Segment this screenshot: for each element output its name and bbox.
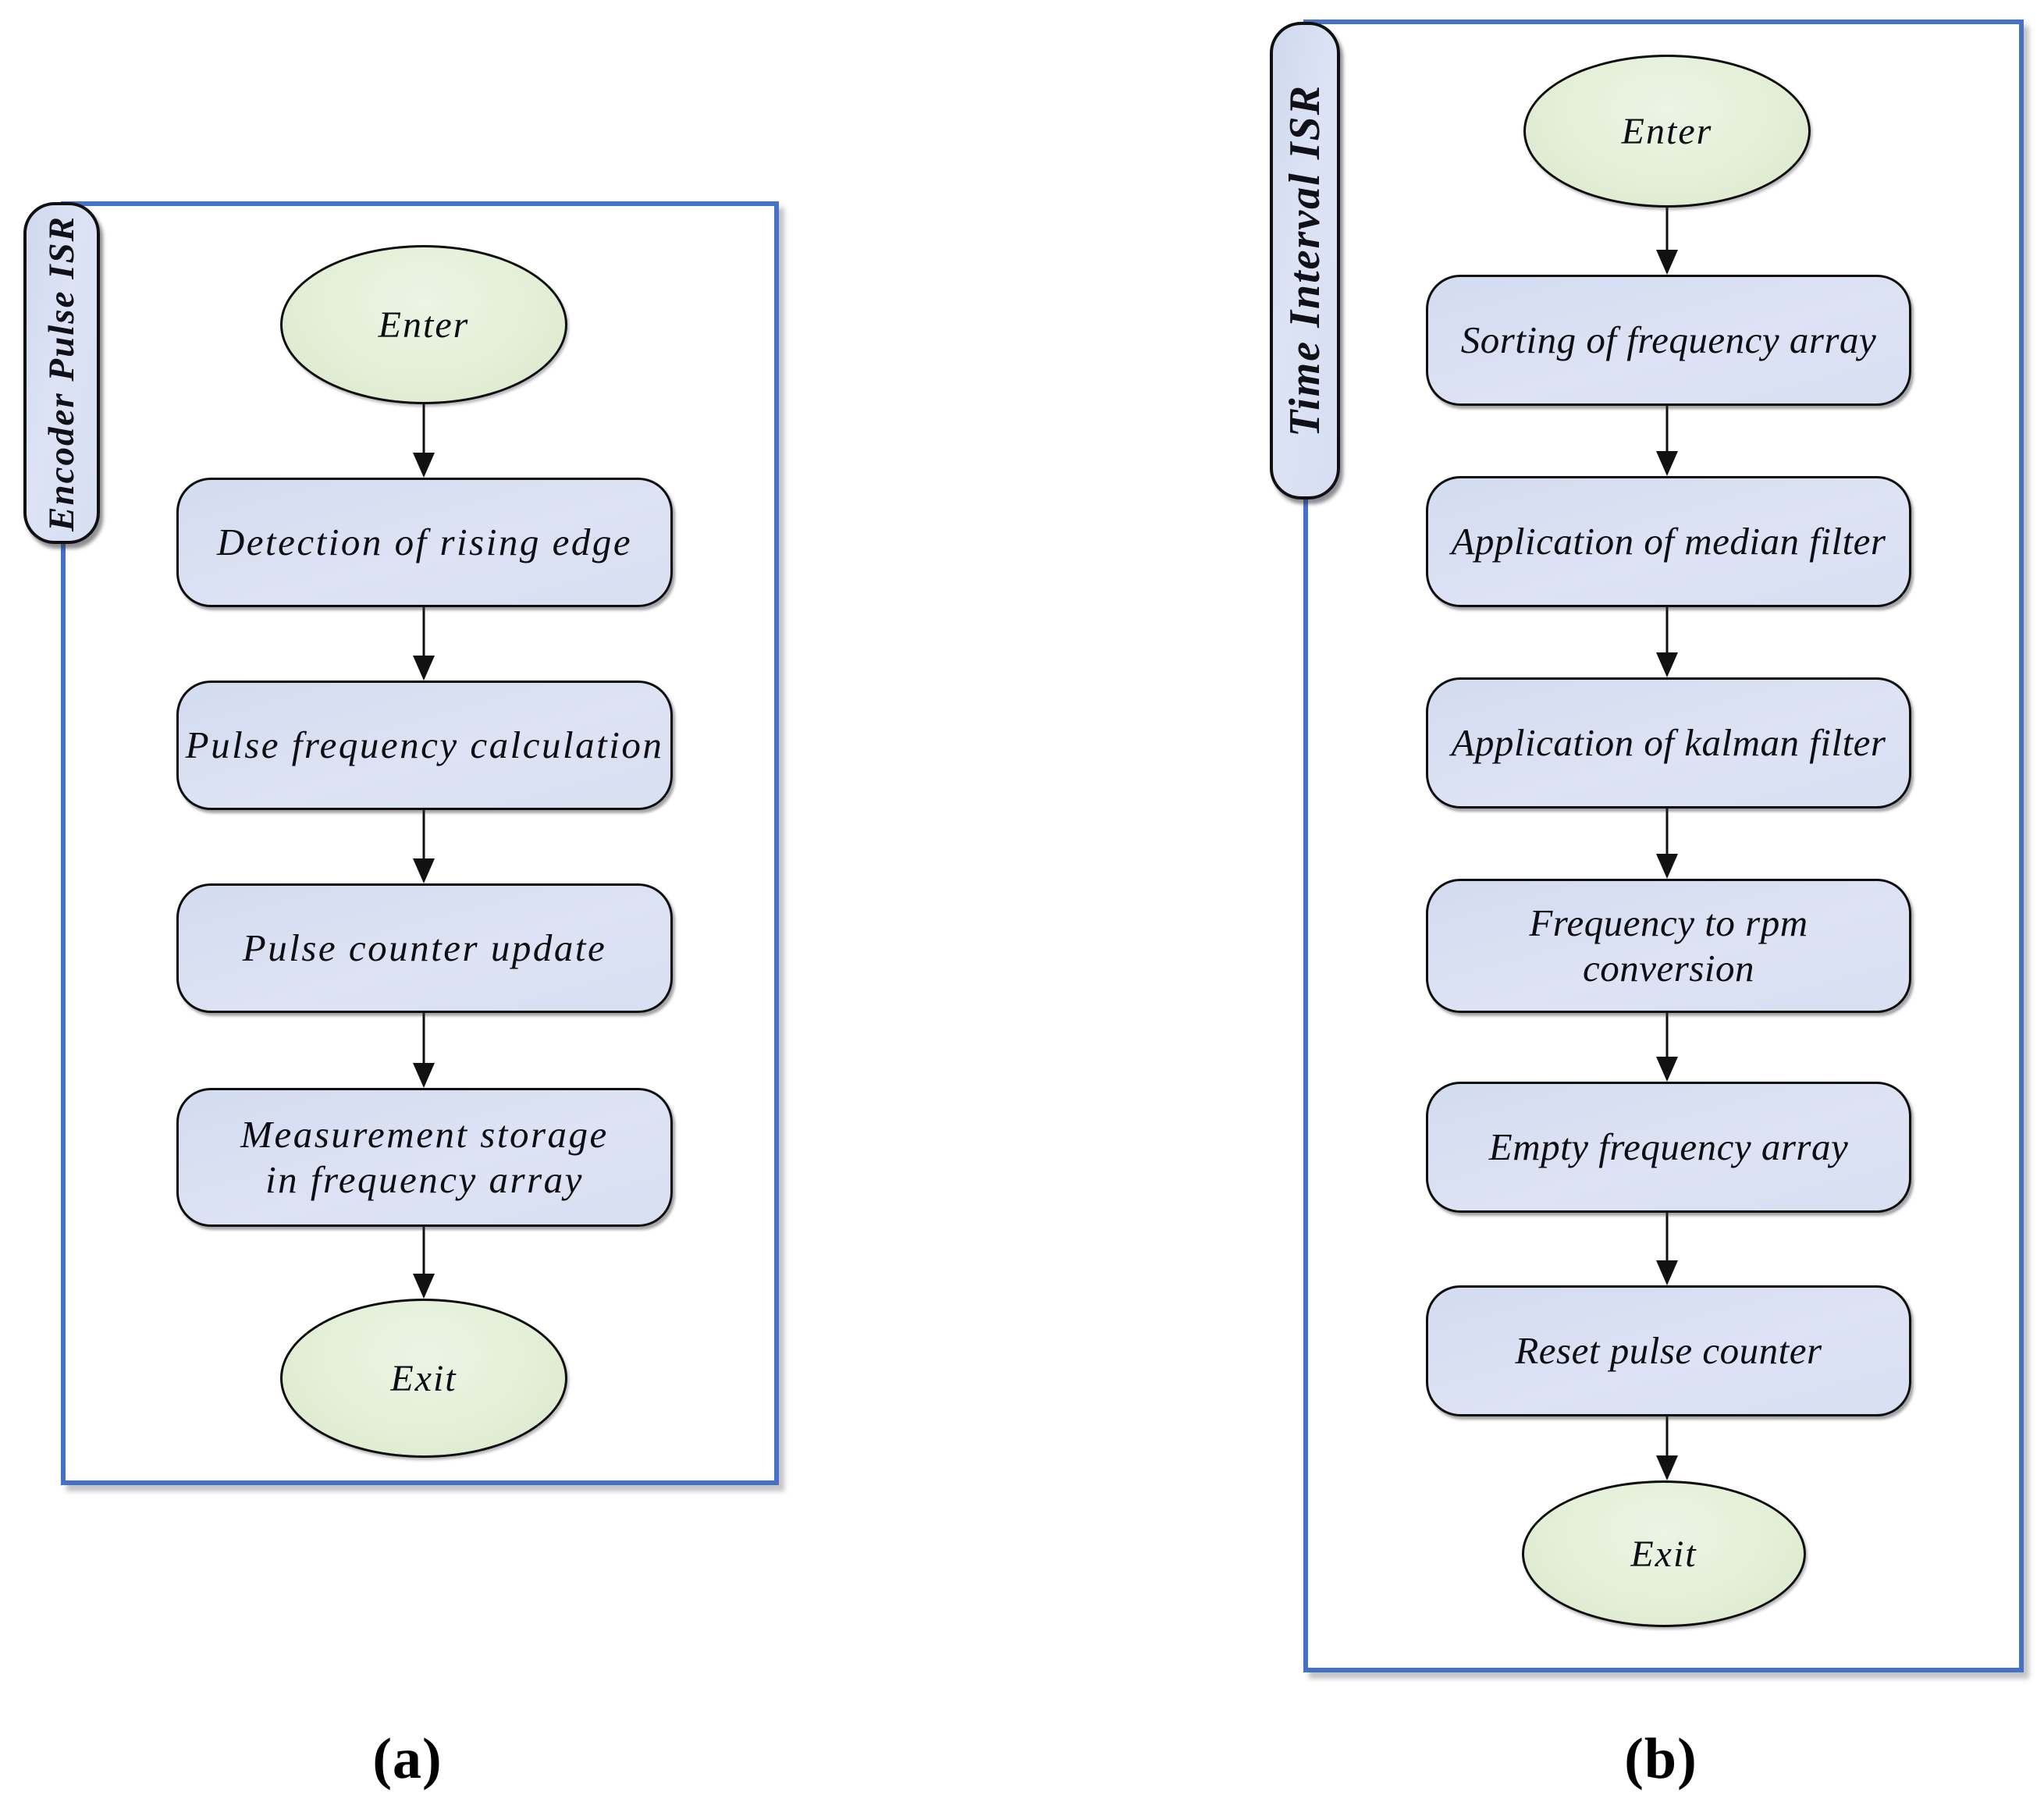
process-pulse-frequency-calculation: Pulse frequency calculation	[176, 681, 673, 810]
arrowhead-icon	[413, 1063, 435, 1088]
arrow-a-1	[412, 404, 435, 478]
arrow-shaft	[422, 607, 425, 659]
process-kalman-filter-text: Application of kalman filter	[1451, 721, 1886, 765]
arrowhead-icon	[1656, 1057, 1678, 1082]
process-median-filter: Application of median filter	[1426, 476, 1911, 607]
arrow-shaft	[422, 404, 425, 456]
arrowhead-icon	[1656, 250, 1678, 275]
arrowhead-icon	[413, 656, 435, 681]
process-kalman-filter: Application of kalman filter	[1426, 677, 1911, 809]
process-frequency-to-rpm-text: Frequency to rpm conversion	[1529, 901, 1808, 990]
arrow-shaft	[422, 810, 425, 862]
caption-b: (b)	[1624, 1727, 1697, 1791]
terminal-enter-a-text: Enter	[378, 304, 470, 346]
arrowhead-icon	[1656, 1260, 1678, 1285]
arrow-shaft	[1665, 1013, 1669, 1060]
panel-b-side-label: Time Interval ISR	[1270, 22, 1340, 499]
arrow-a-3	[412, 810, 435, 883]
arrow-shaft	[1665, 406, 1669, 454]
terminal-enter-b-text: Enter	[1621, 110, 1713, 152]
arrow-a-4	[412, 1013, 435, 1088]
process-reset-pulse-counter: Reset pulse counter	[1426, 1285, 1911, 1416]
arrowhead-icon	[1656, 1455, 1678, 1480]
process-detection-rising-edge-text: Detection of rising edge	[216, 521, 633, 564]
arrow-shaft	[1665, 809, 1669, 857]
arrowhead-icon	[413, 453, 435, 478]
terminal-enter-a: Enter	[280, 245, 567, 404]
arrow-b-7	[1655, 1416, 1679, 1480]
arrow-shaft	[1665, 607, 1669, 656]
terminal-exit-b: Exit	[1522, 1480, 1806, 1627]
arrow-b-1	[1655, 208, 1679, 275]
process-frequency-to-rpm: Frequency to rpm conversion	[1426, 879, 1911, 1013]
process-sorting-frequency-array-text: Sorting of frequency array	[1460, 318, 1877, 362]
process-measurement-storage: Measurement storage in frequency array	[176, 1088, 673, 1227]
arrow-shaft	[1665, 1213, 1669, 1263]
arrow-b-4	[1655, 809, 1679, 879]
arrow-shaft	[1665, 208, 1669, 253]
arrow-shaft	[422, 1013, 425, 1066]
arrowhead-icon	[1656, 854, 1678, 879]
terminal-exit-a: Exit	[280, 1299, 567, 1458]
arrow-b-5	[1655, 1013, 1679, 1082]
arrow-shaft	[422, 1227, 425, 1277]
process-pulse-counter-update-text: Pulse counter update	[242, 926, 607, 970]
process-measurement-storage-text: Measurement storage in frequency array	[240, 1113, 609, 1201]
process-pulse-frequency-calculation-text: Pulse frequency calculation	[185, 723, 664, 767]
arrow-b-3	[1655, 607, 1679, 677]
panel-a-side-label-text: Encoder Pulse ISR	[41, 215, 82, 531]
process-median-filter-text: Application of median filter	[1451, 520, 1886, 563]
arrowhead-icon	[413, 1274, 435, 1299]
panel-a-side-label: Encoder Pulse ISR	[23, 202, 100, 544]
arrowhead-icon	[1656, 652, 1678, 677]
terminal-exit-a-text: Exit	[390, 1357, 457, 1399]
arrow-a-5	[412, 1227, 435, 1299]
arrow-a-2	[412, 607, 435, 681]
process-detection-rising-edge: Detection of rising edge	[176, 478, 673, 607]
process-empty-frequency-array-text: Empty frequency array	[1488, 1125, 1849, 1169]
process-reset-pulse-counter-text: Reset pulse counter	[1515, 1329, 1822, 1373]
arrowhead-icon	[1656, 451, 1678, 476]
arrowhead-icon	[413, 858, 435, 883]
process-pulse-counter-update: Pulse counter update	[176, 883, 673, 1013]
panel-a-frame	[61, 201, 779, 1485]
terminal-exit-b-text: Exit	[1630, 1533, 1697, 1575]
arrow-b-2	[1655, 406, 1679, 476]
arrow-shaft	[1665, 1416, 1669, 1459]
caption-a: (a)	[372, 1727, 443, 1791]
panel-b-side-label-text: Time Interval ISR	[1281, 84, 1329, 437]
arrow-b-6	[1655, 1213, 1679, 1285]
terminal-enter-b: Enter	[1523, 55, 1811, 208]
process-empty-frequency-array: Empty frequency array	[1426, 1082, 1911, 1213]
process-sorting-frequency-array: Sorting of frequency array	[1426, 275, 1911, 406]
